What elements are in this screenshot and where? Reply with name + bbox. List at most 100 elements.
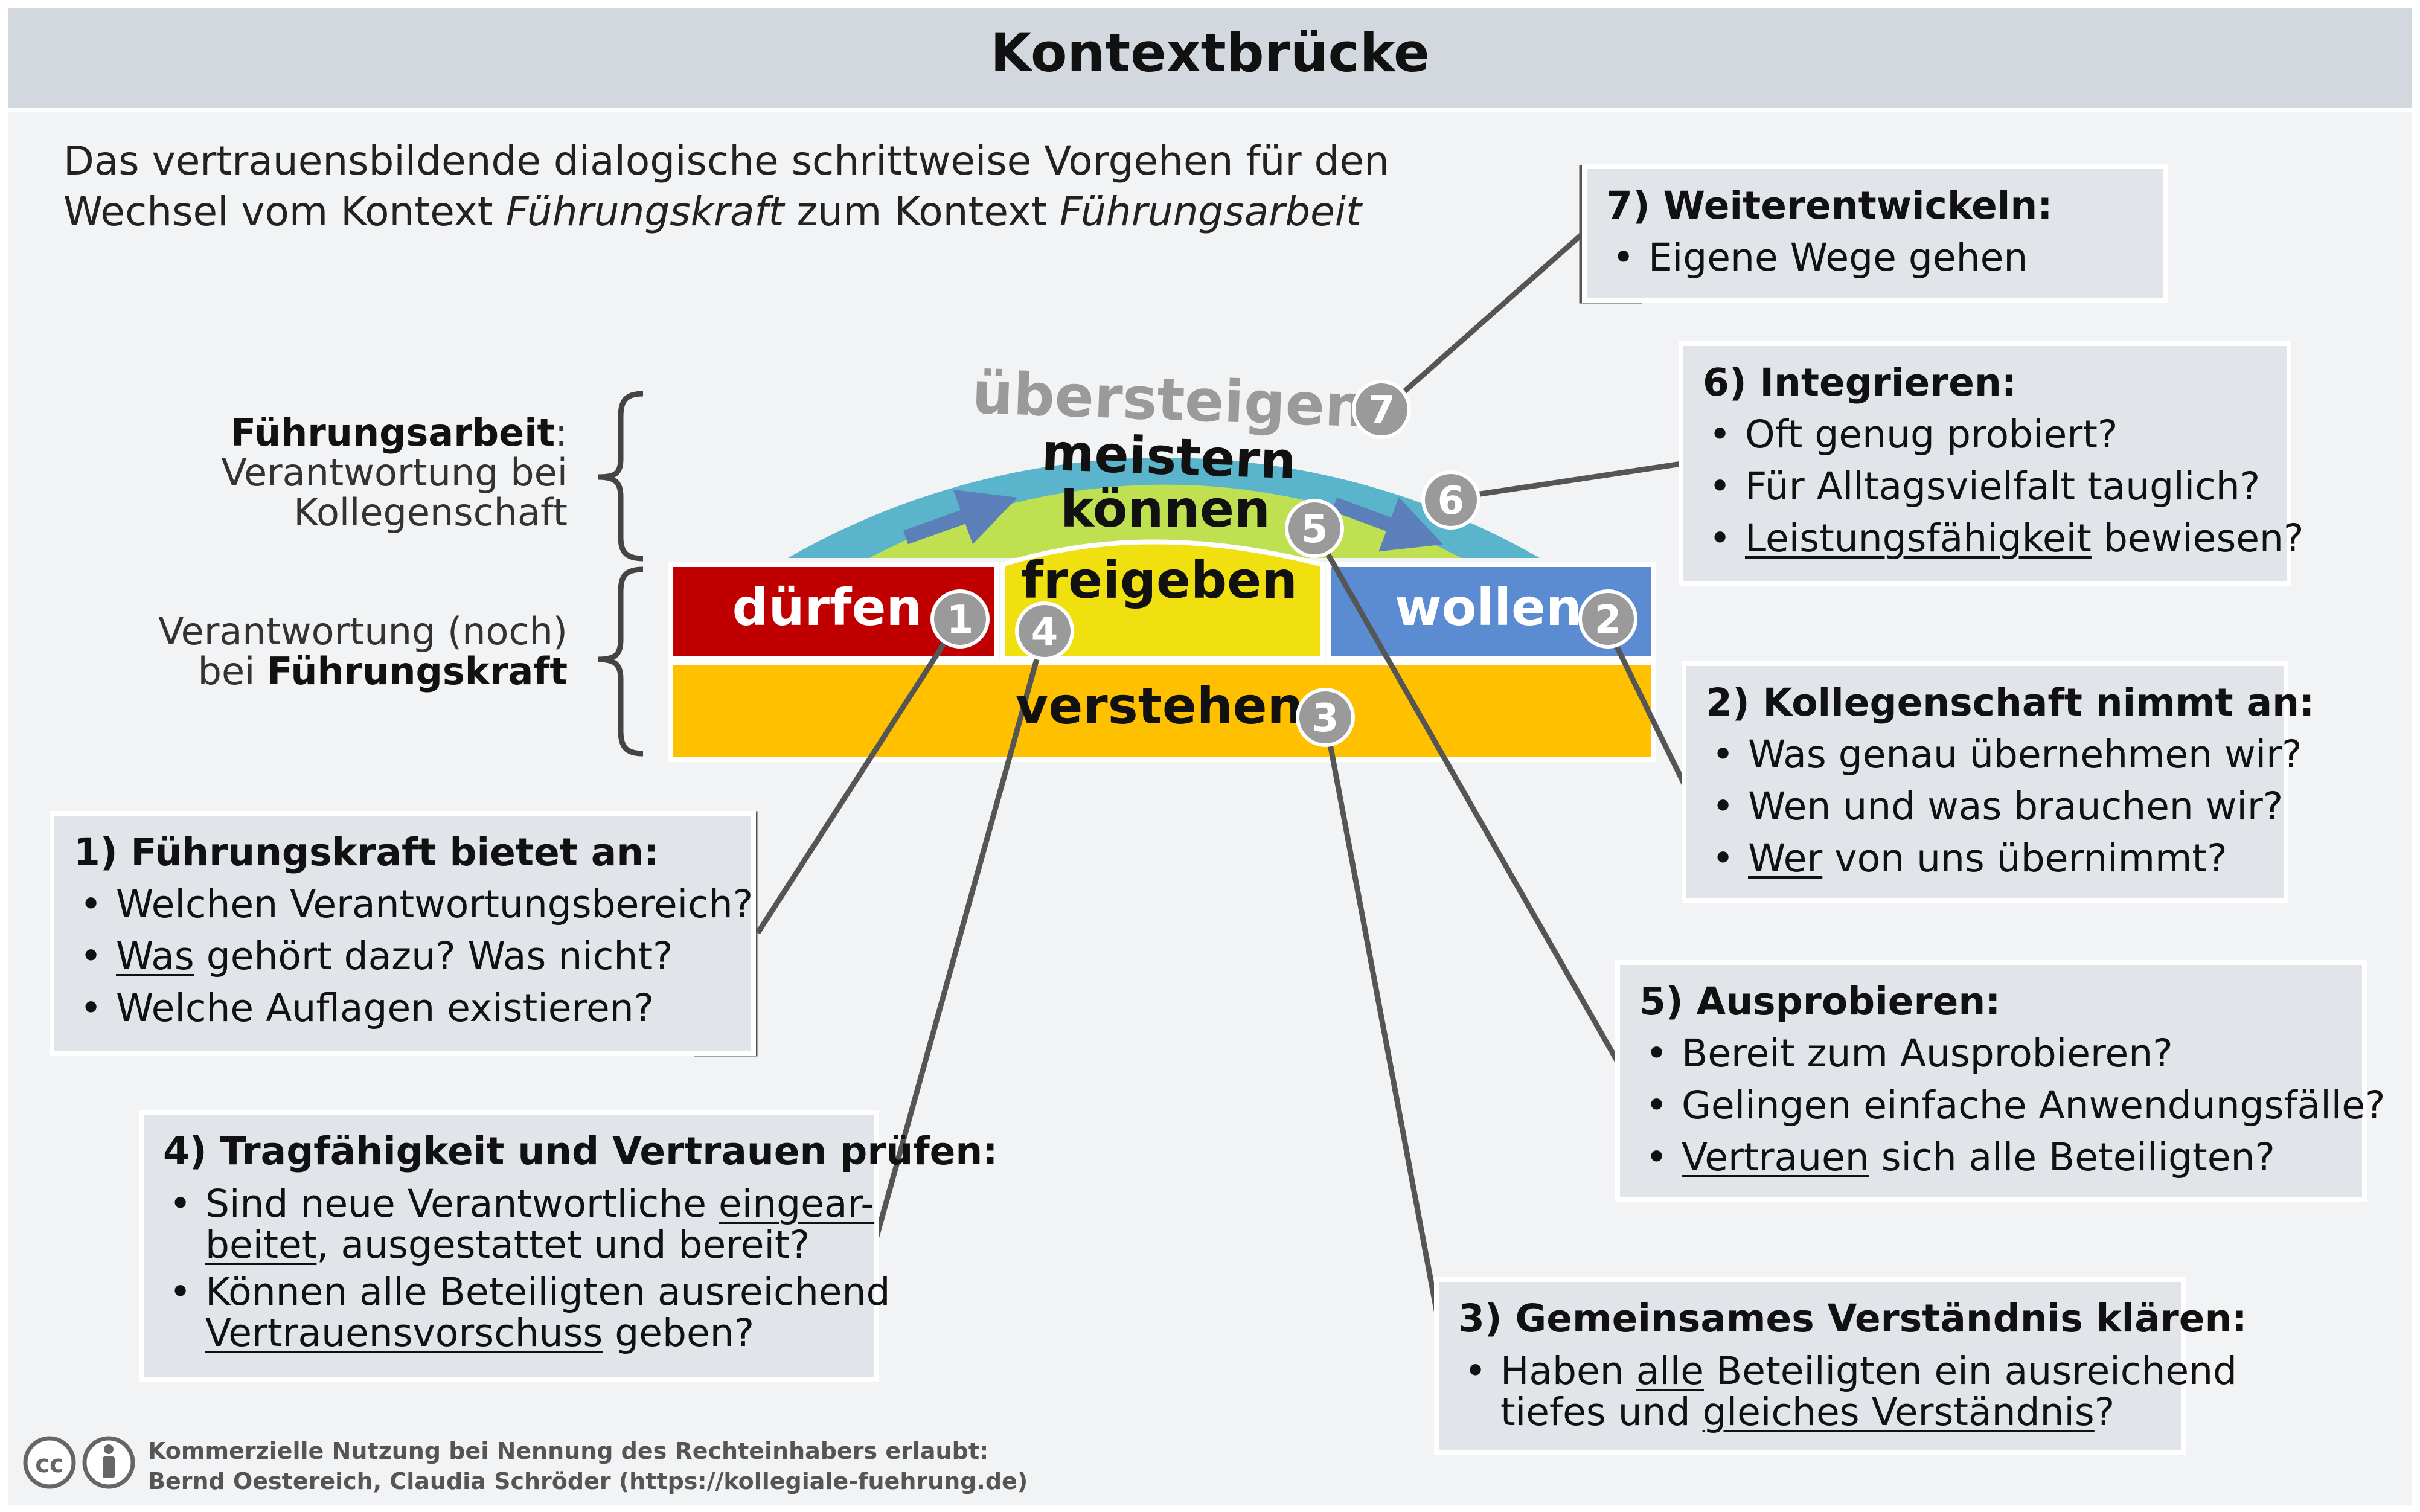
connector-6 (1452, 461, 1682, 501)
side-label-lower: Verantwortung (noch) bei Führungskraft (145, 612, 568, 691)
word-uebersteigen: übersteigen (971, 359, 1367, 441)
box4-item-1-underline-1: eingear- (718, 1182, 875, 1226)
side-upper-bold: Führungsarbeit (230, 411, 555, 455)
badge-2: 2 (1578, 589, 1637, 649)
subtitle-line1: Das vertrauensbildende dialogische schri… (63, 138, 1389, 184)
badge-3: 3 (1296, 688, 1355, 747)
box1-item-2: Was gehört dazu? Was nicht? (74, 931, 751, 982)
box-step-4: 4) Tragfähigkeit und Vertrauen prüfen: S… (139, 1110, 998, 1382)
box6-item-2: Für Alltagsvielfalt tauglich? (1703, 461, 2287, 513)
word-koennen: können (1060, 479, 1270, 539)
connector-1 (755, 626, 956, 935)
connector-3 (1322, 718, 1440, 1314)
box2-item-3-rest: von uns übernimmt? (1822, 836, 2227, 880)
attribution-icon (82, 1436, 135, 1489)
subtitle: Das vertrauensbildende dialogische schri… (63, 136, 1512, 237)
badge-5: 5 (1285, 499, 1344, 558)
box-step-7: 7) Weiterentwickeln: Eigene Wege gehen (1582, 164, 2168, 303)
box3-heading: 3) Gemeinsames Verständnis klären: (1458, 1296, 2247, 1341)
badge-7: 7 (1352, 380, 1411, 439)
subtitle-line2-c: zum Kontext (784, 188, 1060, 235)
word-verstehen: verstehen (1016, 676, 1304, 735)
box7-item-1: Eigene Wege gehen (1606, 232, 2163, 284)
badge-1: 1 (930, 589, 990, 649)
box3-line1-underline: alle (1636, 1349, 1705, 1393)
box4-item-2: Können alle Beteiligten ausreichendVertr… (163, 1272, 890, 1355)
box1-list: Welchen Verantwortungsbereich? Was gehör… (74, 879, 753, 1034)
side-lower-line2-a: bei (197, 649, 267, 693)
box5-item-3-underline: Vertrauen (1682, 1135, 1869, 1179)
cc-icon: cc (23, 1436, 76, 1489)
box3-list: Haben alle Beteiligten ein ausreichendti… (1458, 1349, 2237, 1434)
box6-item-3-underline: Leistungsfähigkeit (1745, 516, 2092, 560)
box5-heading: 5) Ausprobieren: (1639, 979, 2001, 1023)
badge-4: 4 (1015, 601, 1074, 661)
brace-upper (597, 391, 644, 562)
box-step-2: 2) Kollegenschaft nimmt an: Was genau üb… (1682, 661, 2315, 903)
box4-list: Sind neue Verantwortliche eingear-beitet… (163, 1184, 890, 1355)
block-verstehen (668, 661, 1656, 762)
word-duerfen: dürfen (732, 578, 923, 637)
box5-item-2: Gelingen einfache Anwendungsfälle? (1639, 1080, 2385, 1132)
box2-heading: 2) Kollegenschaft nimmt an: (1706, 681, 2315, 725)
box3-line1-b: Beteiligten ein ausreichend (1704, 1349, 2238, 1393)
badge-7-label: 7 (1368, 388, 1395, 433)
side-label-upper: Führungsarbeit: Verantwortung bei Kolleg… (181, 413, 568, 533)
word-meistern: meistern (1041, 423, 1298, 491)
arrow-left (903, 489, 1018, 545)
side-lower-line1: Verantwortung (noch) (158, 609, 568, 653)
box6-item-3: Leistungsfähigkeit bewiesen? (1703, 513, 2303, 565)
box6-heading: 6) Integrieren: (1703, 360, 2017, 405)
badge-5-label: 5 (1301, 507, 1328, 552)
side-lower-line2-b: Führungskraft (267, 649, 568, 693)
box6-item-3-rest: bewiesen? (2091, 516, 2304, 560)
word-wollen: wollen (1395, 578, 1582, 637)
side-upper-line2: Verantwortung bei (221, 450, 568, 495)
badge-3-label: 3 (1312, 696, 1339, 741)
box4-item-2-b: geben? (603, 1311, 755, 1355)
side-upper-colon: : (555, 411, 568, 455)
badge-4-label: 4 (1031, 610, 1058, 655)
box6-list: Oft genug probiert? Für Alltagsvielfalt … (1703, 409, 2303, 565)
box1-item-2-rest: gehört dazu? Was nicht? (194, 934, 673, 978)
connector-7 (1381, 232, 1584, 413)
badge-1-label: 1 (947, 598, 974, 642)
box4-heading: 4) Tragfähigkeit und Vertrauen prüfen: (163, 1129, 998, 1173)
box4-item-1: Sind neue Verantwortliche eingear-beitet… (163, 1184, 874, 1266)
subtitle-line2-a: Wechsel vom Kontext (63, 188, 506, 235)
arrow-right (1331, 497, 1444, 552)
box1-item-2-underline: Was (116, 934, 194, 978)
box1-item-3: Welche Auflagen existieren? (74, 982, 751, 1034)
box2-item-2: Wen und was brauchen wir? (1706, 781, 2284, 833)
cc-icon-label: cc (35, 1450, 63, 1478)
box4-item-2-underline: Vertrauensvorschuss (205, 1311, 603, 1355)
brace-lower (597, 566, 644, 757)
word-freigeben: freigeben (1021, 551, 1298, 610)
box5-list: Bereit zum Ausprobieren? Gelingen einfac… (1639, 1028, 2385, 1184)
box4-item-1-underline-2: beitet (205, 1223, 317, 1267)
license-line2: Bernd Oestereich, Claudia Schröder (http… (148, 1468, 1028, 1494)
title-bar: Kontextbrücke (8, 8, 2412, 108)
box4-item-2-a: Können alle Beteiligten ausreichend (205, 1270, 891, 1314)
connector-5 (1311, 527, 1621, 1065)
box5-item-1: Bereit zum Ausprobieren? (1639, 1028, 2362, 1080)
connector-4 (872, 630, 1048, 1242)
box3-line2-underline: gleiches Verständnis (1702, 1390, 2095, 1434)
box3-line2-a: tiefes und (1500, 1390, 1703, 1434)
subtitle-line2-b: Führungskraft (505, 188, 784, 235)
box4-item-1-b: , ausgestattet und bereit? (316, 1223, 810, 1267)
box3-line2-b: ? (2094, 1390, 2115, 1434)
box-step-1: 1) Führungskraft bietet an: Welchen Vera… (50, 811, 756, 1056)
box6-item-1: Oft genug probiert? (1703, 409, 2287, 461)
box2-item-3-underline: Wer (1748, 836, 1823, 880)
box-step-6: 6) Integrieren: Oft genug probiert? Für … (1679, 341, 2303, 586)
box2-item-1: Was genau übernehmen wir? (1706, 729, 2302, 781)
box-step-5: 5) Ausprobieren: Bereit zum Ausprobieren… (1615, 960, 2385, 1202)
box5-item-3: Vertrauen sich alle Beteiligten? (1639, 1132, 2362, 1184)
box4-item-1-a: Sind neue Verantwortliche (205, 1182, 719, 1226)
side-upper-line3: Kollegenschaft (293, 490, 568, 534)
subtitle-line2-d: Führungsarbeit (1059, 188, 1362, 235)
badge-6: 6 (1421, 470, 1480, 530)
box5-item-3-rest: sich alle Beteiligten? (1869, 1135, 2275, 1179)
